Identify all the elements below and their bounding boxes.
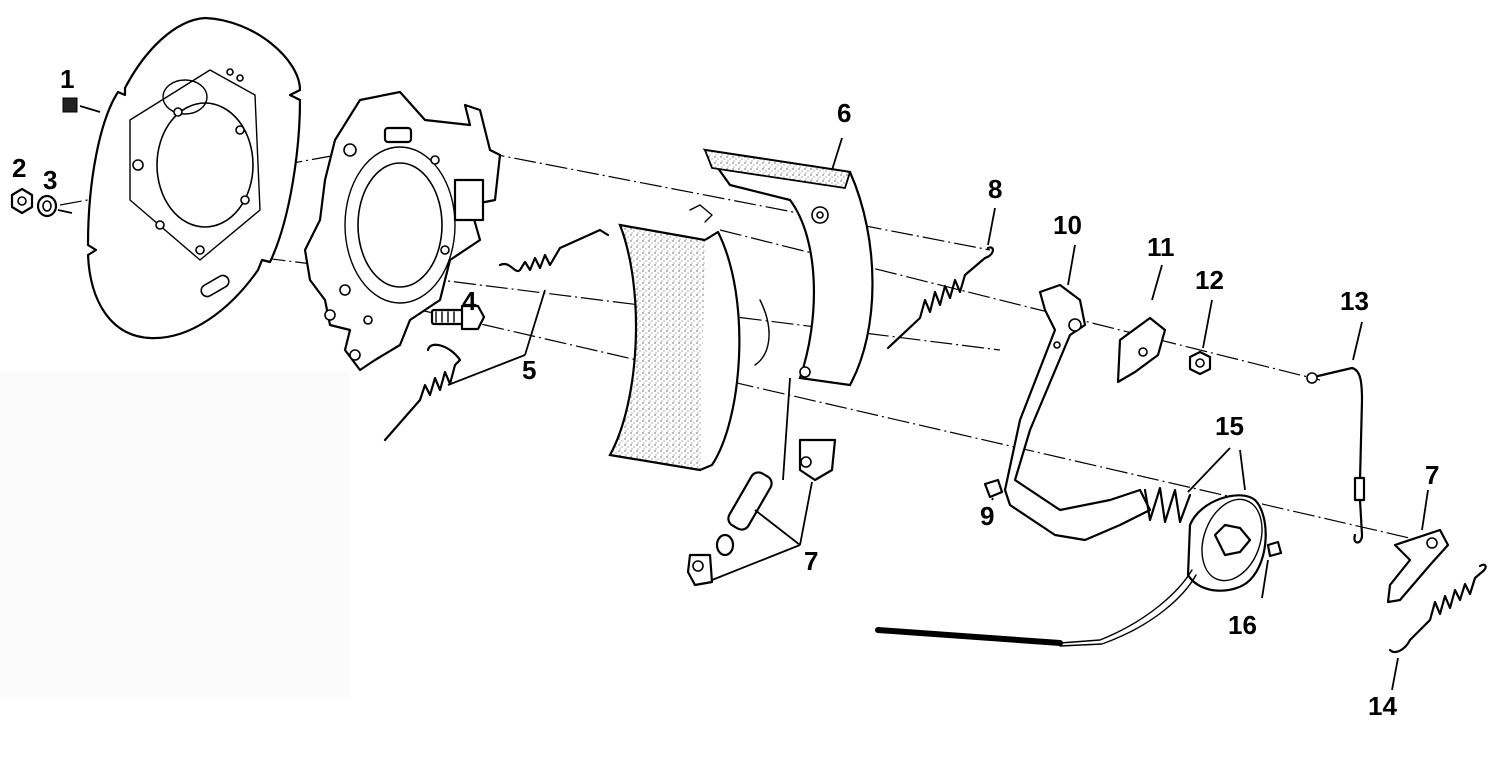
callout-5: 5	[522, 355, 537, 385]
callout-9: 9	[980, 501, 995, 531]
callout-4: 4	[462, 286, 477, 316]
nut-and-washer	[10, 187, 73, 218]
part-9-clip	[983, 478, 1004, 499]
mounting-flange	[303, 90, 502, 372]
part-1-nut	[62, 97, 78, 113]
lever-bracket	[1116, 264, 1167, 384]
magnet-assembly	[1143, 447, 1267, 592]
adjuster-spring-14	[1388, 563, 1487, 691]
callout-12: 12	[1195, 265, 1224, 295]
part-16-clip	[1266, 540, 1283, 558]
callout-7-lever: 7	[1425, 460, 1440, 490]
backing-plate	[86, 16, 302, 340]
callout-14: 14	[1368, 691, 1397, 721]
magnet-wire	[875, 569, 1197, 647]
actuating-lever	[1003, 244, 1152, 542]
adjuster-lever	[1386, 489, 1450, 604]
callout-6: 6	[837, 98, 852, 128]
lever-nut	[1188, 299, 1213, 376]
callout-3: 3	[43, 165, 58, 195]
callout-13: 13	[1340, 286, 1369, 316]
hold-down-hardware	[686, 377, 837, 587]
adjuster-spring	[886, 207, 996, 350]
callout-16: 16	[1228, 610, 1257, 640]
callout-10: 10	[1053, 210, 1082, 240]
bolt	[430, 304, 486, 331]
callout-15: 15	[1215, 411, 1244, 441]
shoe-return-springs	[383, 228, 610, 442]
callout-8: 8	[988, 174, 1003, 204]
callout-7-hardware: 7	[804, 546, 819, 576]
brake-shoes	[608, 137, 874, 472]
callout-2: 2	[12, 153, 27, 183]
callout-11: 11	[1147, 232, 1175, 262]
adjuster-cable	[1306, 321, 1366, 544]
scan-background	[0, 372, 350, 697]
callout-1: 1	[60, 64, 75, 94]
